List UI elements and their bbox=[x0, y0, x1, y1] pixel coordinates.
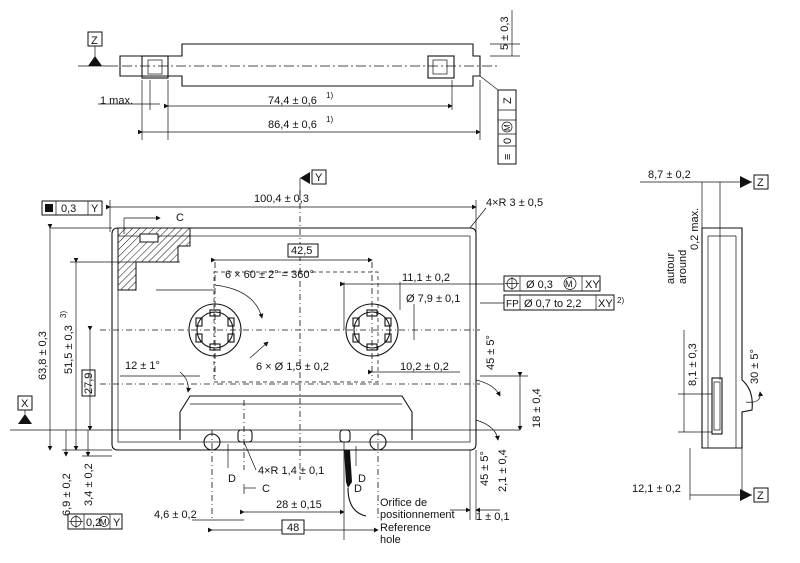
top-view: Z 5 ± 0,3 1 max. 74,4 ± 0,6 1) 86,4 ± 0,… bbox=[78, 10, 520, 165]
dim-corner: 4×R 3 ± 0,5 bbox=[486, 197, 543, 209]
dim-angle: 6 × 60 ± 2° = 360° bbox=[225, 269, 314, 281]
dim-28: 28 ± 0,15 bbox=[276, 499, 322, 511]
label-en: around bbox=[677, 250, 689, 284]
pos-m: M bbox=[565, 279, 573, 289]
datum-y-label: Y bbox=[315, 172, 323, 184]
dim-12deg: 12 ± 1° bbox=[125, 360, 160, 372]
fp-tol: Ø 0,7 to 2,2 bbox=[524, 298, 581, 310]
label-c-bottom: C bbox=[262, 483, 270, 495]
right-reel-hub bbox=[345, 303, 399, 357]
dim-11: 11,1 ± 0,2 bbox=[402, 272, 450, 284]
dim-4xr: 4×R 1,4 ± 0,1 bbox=[258, 465, 324, 477]
left-reel-hub bbox=[188, 303, 242, 357]
hole-fr-2: positionnement bbox=[380, 509, 455, 521]
datum-x-label: X bbox=[21, 398, 29, 410]
dim-45deg2: 45 ± 5° bbox=[479, 451, 491, 486]
pos-tol: Ø 0,3 bbox=[526, 279, 553, 291]
dim-63: 63,8 ± 0,3 bbox=[37, 331, 49, 380]
dim-87: 8,7 ± 0,2 bbox=[648, 169, 691, 181]
dim-02: 0,2 max. bbox=[689, 208, 701, 250]
label-d2: D bbox=[358, 473, 366, 485]
dim-6x: 6 × Ø 1,5 ± 0,2 bbox=[256, 361, 329, 373]
flatness-frame: 0,3 Y bbox=[41, 200, 103, 216]
dim-1max: 1 max. bbox=[100, 95, 133, 107]
dim-102: 10,2 ± 0,2 bbox=[400, 361, 449, 373]
label-c-top: C bbox=[176, 212, 184, 224]
pos-datum: XY bbox=[585, 279, 600, 291]
pos2-m: M bbox=[100, 518, 107, 527]
dim-121: 12,1 ± 0,2 bbox=[632, 483, 681, 495]
dim-42: 42,5 bbox=[291, 245, 312, 257]
pos2-tol: 0,2 bbox=[86, 517, 101, 529]
dim-34: 3,4 ± 0,2 bbox=[83, 463, 95, 506]
datum-z-label: Z bbox=[91, 35, 98, 47]
position-frame-bottom: 0,2 M Y bbox=[67, 513, 123, 530]
dim-30: 30 ± 5° bbox=[749, 349, 761, 384]
fp-label: FP bbox=[506, 299, 519, 310]
fp-note: 2) bbox=[617, 296, 624, 305]
dim-74-note: 1) bbox=[326, 91, 333, 100]
flat-tol: 0,3 bbox=[61, 203, 76, 215]
fp-datum: XY bbox=[598, 298, 613, 310]
frame-tol: 0 bbox=[502, 138, 514, 144]
dim-width: 100,4 ± 0,3 bbox=[254, 193, 309, 205]
hole-fr-1: Orifice de bbox=[380, 497, 427, 509]
fp-frame: FP Ø 0,7 to 2,2 XY 2) bbox=[503, 294, 624, 311]
dim-81: 8,1 ± 0,3 bbox=[687, 343, 699, 386]
frame-sym: ≡ bbox=[502, 154, 514, 160]
dim-74: 74,4 ± 0,6 bbox=[268, 95, 317, 107]
dim-86: 86,4 ± 0,6 bbox=[268, 119, 317, 131]
dim-46: 4,6 ± 0,2 bbox=[154, 509, 197, 521]
top-body bbox=[119, 43, 481, 87]
datum-z1: Z bbox=[757, 177, 764, 189]
dim-86-note: 1) bbox=[326, 115, 333, 124]
front-view: Y 0,3 Y 100,4 ± 0,3 4×R 3 ± 0,5 C bbox=[10, 169, 624, 546]
dim-69: 6,9 ± 0,2 bbox=[61, 473, 73, 516]
datum-z2: Z bbox=[757, 490, 764, 502]
hole-en-1: Reference bbox=[380, 522, 431, 534]
hole-en-2: hole bbox=[380, 534, 401, 546]
position-frame: Ø 0,3 M XY bbox=[503, 275, 601, 292]
label-fr: autour bbox=[665, 252, 677, 284]
dim-18: 18 ± 0,4 bbox=[531, 388, 543, 428]
frame-datum-z: Z bbox=[502, 97, 514, 104]
flat-datum: Y bbox=[91, 203, 99, 215]
tape-guide bbox=[179, 395, 413, 440]
dim-45deg: 45 ± 5° bbox=[485, 335, 497, 370]
dim-27: 27,9 bbox=[83, 373, 95, 394]
dim-51: 51,5 ± 0,3 bbox=[63, 325, 75, 374]
side-body bbox=[701, 227, 753, 449]
pos2-datum: Y bbox=[113, 517, 121, 529]
label-d1: D bbox=[228, 473, 236, 485]
dim-79: Ø 7,9 ± 0,1 bbox=[406, 293, 460, 305]
position-frame-top: Z M 0 ≡ bbox=[497, 89, 517, 165]
side-view: 8,7 ± 0,2 Z 0,2 max. autour around 8,1 ±… bbox=[632, 169, 769, 503]
dim-1p: 1 ± 0,1 bbox=[476, 511, 510, 523]
dim-48: 48 bbox=[287, 522, 299, 534]
label-d3: D bbox=[354, 483, 362, 495]
dim-5: 5 ± 0,3 bbox=[499, 16, 511, 50]
frame-m: M bbox=[503, 124, 512, 131]
dim-51-note: 3) bbox=[59, 311, 68, 318]
dim-21: 2,1 ± 0,4 bbox=[497, 449, 509, 492]
